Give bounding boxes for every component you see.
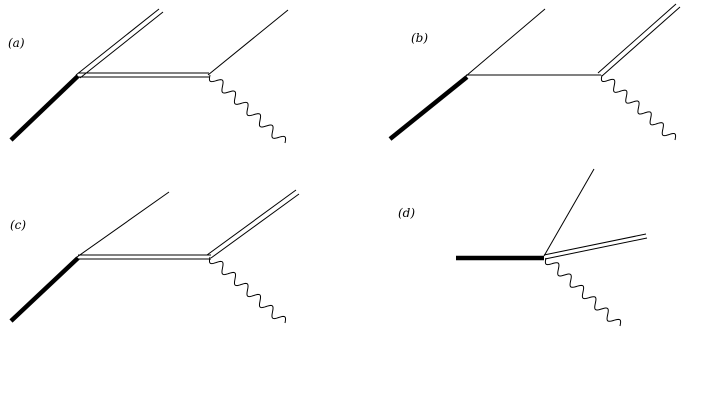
panel-a: (a) [8,8,289,144]
panel-d: (d) [398,168,648,327]
panel-d-wavy-photon-line [544,257,622,327]
panel-b-label: (b) [411,31,428,45]
panel-c-heavy-line [9,256,80,323]
panel-a-label: (a) [8,36,25,50]
panel-b-double-line-up [597,3,681,77]
panel-b-wavy-photon-line [600,74,677,141]
panel-c-single-line-up [76,191,170,258]
panel-c: (c) [9,189,300,324]
panel-d-double-line [543,233,648,260]
panel-d-label: (d) [398,206,415,220]
panel-c-label: (c) [10,218,26,232]
panel-a-single-line [207,9,289,76]
panel-c-double-line-horizontal [78,254,211,260]
panel-b-single-line-up [465,8,546,77]
panel-a-double-line-up [75,8,164,79]
panel-b: (b) [388,3,681,141]
panel-b-heavy-line [388,75,469,141]
panel-d-single-line-up [543,168,595,257]
panel-a-heavy-line [9,74,80,142]
panel-a-double-line-horizontal [78,72,209,78]
panel-c-wavy-photon-line [208,256,287,324]
panel-a-wavy-photon-line [208,74,287,144]
panel-c-double-line-up [206,189,300,259]
